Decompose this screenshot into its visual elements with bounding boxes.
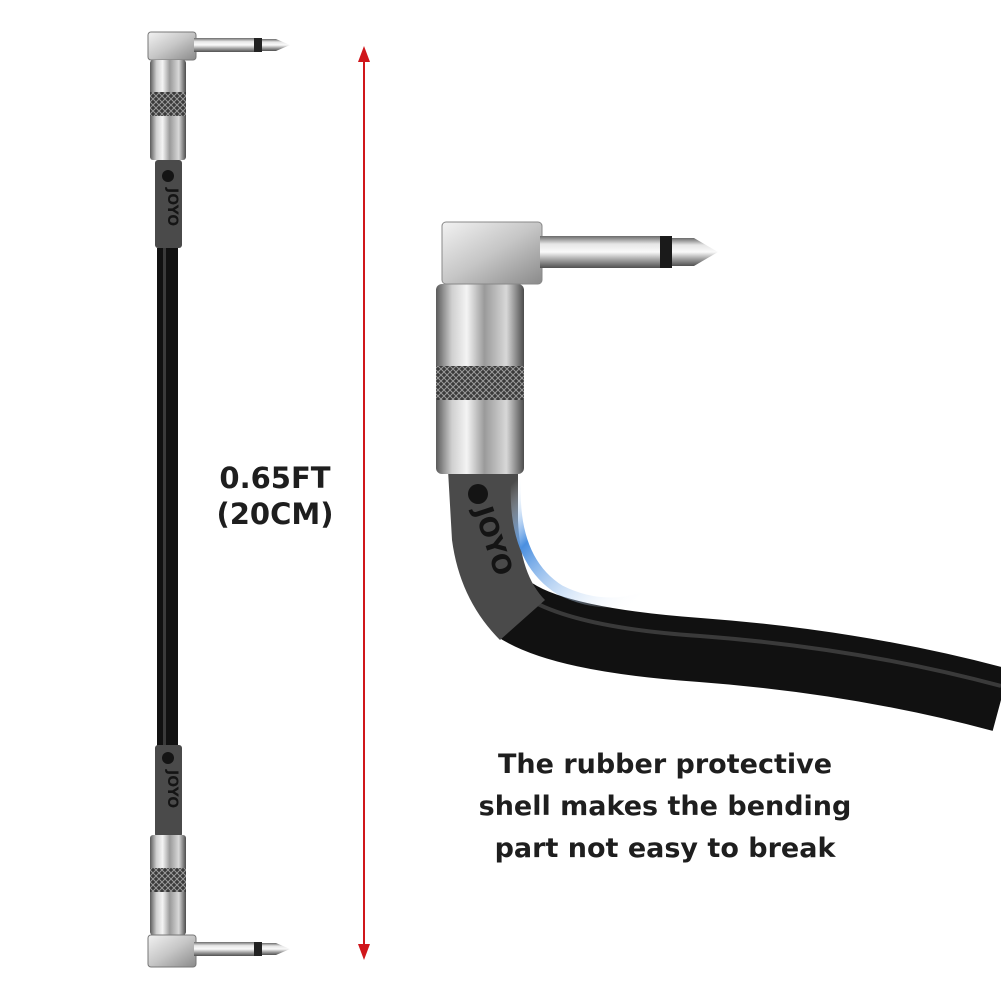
- logo-closeup: JOYO: [467, 484, 518, 580]
- bottom-plug: [147, 745, 290, 968]
- length-centimeters: (20CM): [216, 497, 334, 531]
- top-plug: [147, 31, 290, 248]
- svg-text:JOYO: JOYO: [467, 501, 518, 580]
- caption-line-1: The rubber protective: [497, 749, 833, 780]
- full-cable: [147, 31, 290, 968]
- svg-text:JOYO: JOYO: [164, 187, 180, 226]
- length-label: 0.65FT (20CM): [200, 460, 350, 532]
- caption-line-2: shell makes the bending: [478, 791, 852, 822]
- logo-bottom: JOYO: [162, 752, 180, 808]
- bend-highlight: [510, 475, 645, 608]
- closeup-cable: [436, 221, 1001, 731]
- cable-body: [157, 248, 178, 748]
- length-measure-arrow: [358, 46, 370, 960]
- rubber-boot: [448, 470, 545, 640]
- feature-caption: The rubber protective shell makes the be…: [440, 744, 890, 870]
- logo-top: JOYO: [162, 170, 180, 226]
- svg-text:JOYO: JOYO: [164, 769, 180, 808]
- length-feet: 0.65FT: [219, 461, 331, 495]
- caption-line-3: part not easy to break: [494, 833, 836, 864]
